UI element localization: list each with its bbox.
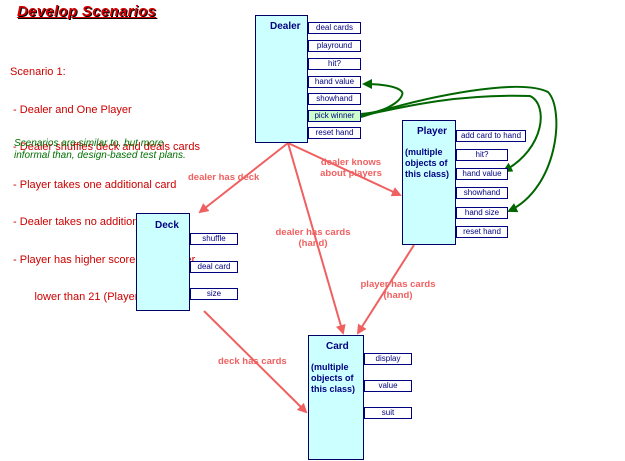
- arrow-deck-card: [203, 310, 308, 414]
- deck-class: Deck: [136, 213, 190, 311]
- dealer-method-deal-cards: deal cards: [308, 22, 361, 34]
- dealer-class: Dealer: [255, 15, 308, 143]
- player-method-hand-value: hand value: [456, 168, 508, 180]
- scenario-line: - Dealer and One Player: [10, 103, 132, 116]
- call-arrow-player-hand-value: [360, 94, 542, 172]
- dealer-method-hit: hit?: [308, 58, 361, 70]
- label-dealer-has-cards: dealer has cards (hand): [275, 227, 351, 249]
- deck-method-shuffle: shuffle: [190, 233, 238, 245]
- player-class-subtitle: (multiple objects of this class): [405, 147, 450, 179]
- dealer-method-pick-winner: pick winner: [308, 110, 361, 122]
- player-method-hit: hit?: [456, 149, 508, 161]
- player-method-showhand: showhand: [456, 187, 508, 199]
- arrow-dealer-deck: [198, 142, 289, 214]
- scenario-line: - Player takes one additional card: [10, 178, 177, 191]
- deck-class-title: Deck: [155, 220, 179, 231]
- player-class: Player (multiple objects of this class): [402, 120, 456, 245]
- scenario-heading: Scenario 1:: [10, 66, 66, 78]
- label-dealer-knows-players: dealer knows about players: [320, 157, 382, 179]
- dealer-class-title: Dealer: [270, 21, 301, 32]
- card-class-subtitle: (multiple objects of this class): [311, 362, 356, 394]
- scenario-line: - Dealer shuffles deck and deals cards: [10, 141, 200, 153]
- card-method-suit: suit: [364, 407, 412, 419]
- page-title: Develop Scenarios: [17, 3, 157, 20]
- player-method-hand-size: hand size: [456, 207, 508, 219]
- arrow-player-card: [356, 244, 415, 335]
- dealer-method-showhand: showhand: [308, 93, 361, 105]
- call-arrow-player-hand-size: [360, 85, 558, 213]
- label-deck-has-cards: deck has cards: [218, 356, 287, 367]
- player-class-title: Player: [417, 126, 448, 137]
- call-arrow-hand-value: [360, 79, 404, 115]
- player-method-add-card: add card to hand: [456, 130, 526, 142]
- card-class-title: Card: [326, 341, 349, 352]
- card-class: Card (multiple objects of this class): [308, 335, 364, 460]
- deck-method-deal-card: deal card: [190, 261, 238, 273]
- card-method-display: display: [364, 353, 412, 365]
- dealer-method-hand-value: hand value: [308, 76, 361, 88]
- label-player-has-cards: player has cards (hand): [360, 279, 436, 301]
- dealer-method-reset-hand: reset hand: [308, 127, 361, 139]
- dealer-method-playround: playround: [308, 40, 361, 52]
- player-method-reset-hand: reset hand: [456, 226, 508, 238]
- card-method-value: value: [364, 380, 412, 392]
- scenario-note: Scenarios are similar to, but more infor…: [14, 138, 186, 161]
- arrow-dealer-player: [287, 142, 402, 197]
- arrow-dealer-card: [287, 142, 346, 335]
- label-dealer-has-deck: dealer has deck: [188, 172, 260, 183]
- deck-method-size: size: [190, 288, 238, 300]
